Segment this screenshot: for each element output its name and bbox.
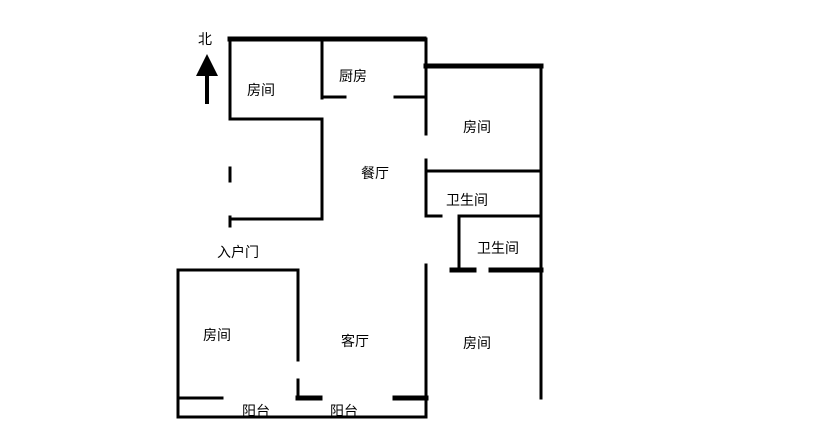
north-label: 北 [198,32,212,48]
room-label-bedroom-ne: 房间 [463,120,491,136]
room-label-bedroom-se: 房间 [463,336,491,352]
room-label-living: 客厅 [341,333,369,350]
room-label-balcony-2: 阳台 [330,404,358,420]
walls [176,36,544,419]
room-label-balcony-1: 阳台 [242,404,270,420]
entrance-door-label: 入户门 [217,244,259,261]
north-arrow-icon [196,54,218,104]
room-label-bathroom-2: 卫生间 [477,241,519,257]
room-label-bedroom-sw: 房间 [203,328,231,344]
room-label-dining: 餐厅 [361,166,389,182]
room-label-bathroom-1: 卫生间 [446,193,488,209]
room-label-kitchen: 厨房 [339,69,367,85]
room-label-bedroom-nw: 房间 [247,83,275,99]
